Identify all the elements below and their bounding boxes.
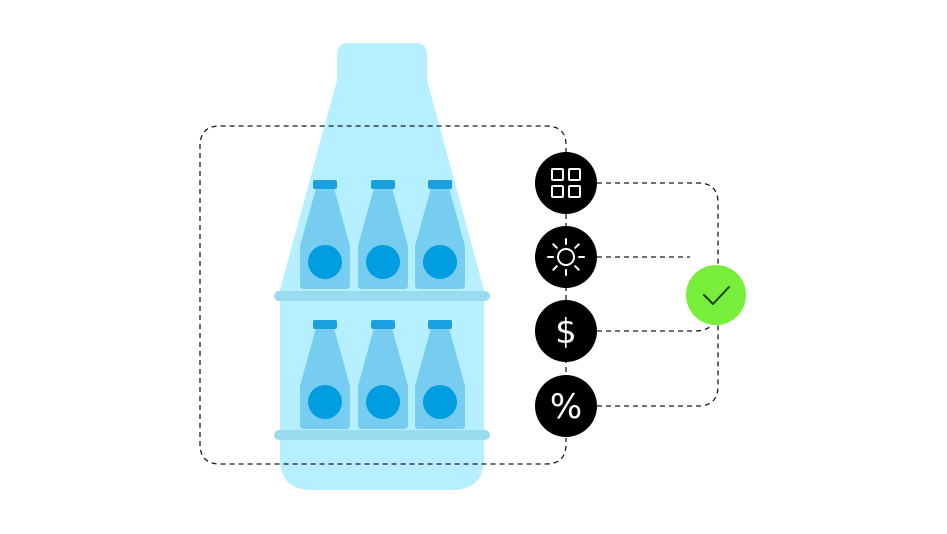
sun-node-circle [535,226,597,288]
dashed-frame [199,125,567,465]
bottle-label [423,245,457,279]
bottle-group [300,180,465,429]
bottle-label [366,385,400,419]
percent-node-circle [535,375,597,437]
dollar-icon: $ [555,312,577,352]
bottle-label [366,245,400,279]
bottle [358,320,408,429]
bottle-cap [428,180,452,189]
bottle [415,320,465,429]
bottle-cap [313,320,337,329]
bottle [300,180,350,289]
bottle [300,320,350,429]
check-circle [686,265,746,325]
connector-grid-to-check [597,182,719,266]
dollar-node: $ [535,300,597,362]
grid-icon [551,168,581,198]
percent-node: % [535,375,597,437]
percent-icon: % [550,387,582,427]
bottle-cap [313,180,337,189]
checkmark-icon [703,286,730,305]
sun-node [535,226,597,288]
dollar-node-circle [535,300,597,362]
bottle-cap [428,320,452,329]
grid-node-circle [535,152,597,214]
shelf-upper [274,291,490,301]
connector-percent-to-check [597,325,719,407]
shelf-lower [274,430,490,440]
bottle [415,180,465,289]
grid-node [535,152,597,214]
bottle-label [423,385,457,419]
bottle [358,180,408,289]
sun-icon [547,238,585,276]
bottle-label [308,245,342,279]
bottle-label [308,385,342,419]
bottle-cap [371,320,395,329]
bottle-cap [371,180,395,189]
check-result [686,265,746,325]
connector-dollar-to-check [597,319,715,332]
